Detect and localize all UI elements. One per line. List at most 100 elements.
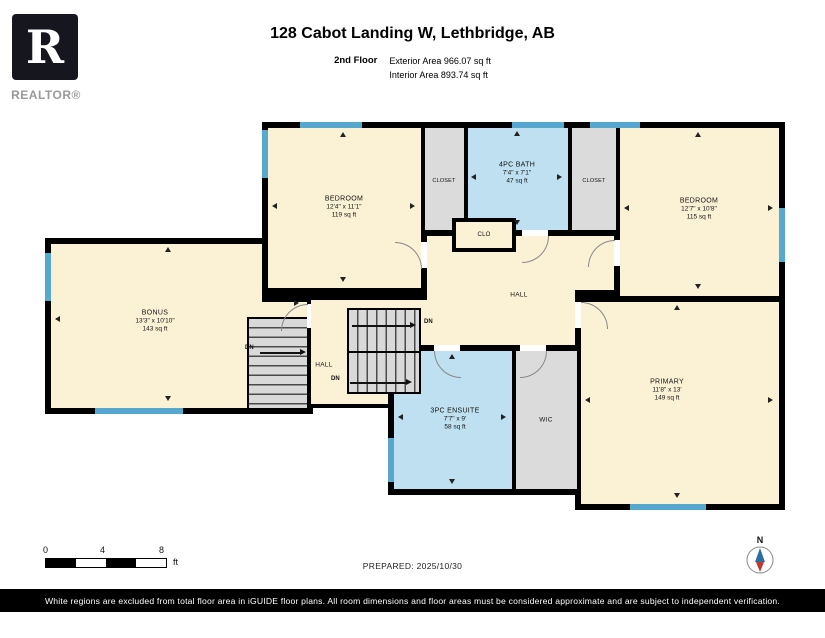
window bbox=[590, 122, 640, 128]
dimension-arrow bbox=[449, 479, 455, 484]
door-gap bbox=[520, 345, 546, 351]
window bbox=[630, 504, 706, 510]
window bbox=[779, 208, 785, 262]
compass-icon bbox=[746, 546, 774, 574]
room-label-hall-upper: HALL bbox=[510, 291, 528, 299]
dimension-arrow bbox=[768, 205, 773, 211]
dimension-arrow bbox=[55, 316, 60, 322]
stairs-arrowhead bbox=[300, 349, 306, 355]
room-dims: 7'7" x 9' bbox=[443, 415, 467, 423]
room-name: 4PC BATH bbox=[498, 161, 536, 169]
area-info: Exterior Area 966.07 sq ft Interior Area… bbox=[389, 54, 491, 82]
room-closet-right bbox=[572, 128, 616, 230]
dimension-arrow bbox=[410, 203, 415, 209]
room-label-bath: 4PC BATH 7'4" x 7'1" 47 sq ft bbox=[499, 162, 535, 185]
door-gap bbox=[307, 304, 311, 328]
dimension-arrow bbox=[294, 300, 299, 306]
scale-segment bbox=[76, 559, 106, 567]
stairs-dn-label: DN bbox=[424, 319, 433, 325]
dimension-arrow bbox=[674, 493, 680, 498]
scale-segment bbox=[46, 559, 76, 567]
page-title: 128 Cabot Landing W, Lethbridge, AB bbox=[270, 25, 555, 42]
scale-tick-8: 8 bbox=[159, 545, 165, 555]
stairs-arrow bbox=[352, 325, 410, 327]
room-label-ensuite: 3PC ENSUITE 7'7" x 9' 58 sq ft bbox=[430, 408, 479, 431]
realtor-logo-caption: REALTOR® bbox=[11, 88, 81, 102]
dimension-arrow bbox=[695, 284, 701, 289]
room-label-closet-right: CLOSET bbox=[582, 178, 606, 184]
scale-tick-4: 4 bbox=[100, 545, 106, 555]
scale-bar-segments bbox=[45, 558, 167, 568]
room-bath bbox=[468, 128, 568, 230]
disclaimer-bar: White regions are excluded from total fl… bbox=[0, 589, 825, 612]
room-bedroom-right bbox=[620, 128, 779, 296]
room-dims: 11'8" x 13' bbox=[652, 386, 682, 394]
room-dims: 7'4" x 7'1" bbox=[502, 169, 532, 177]
disclaimer-text: White regions are excluded from total fl… bbox=[45, 595, 780, 606]
room-dims: 12'4" x 11'1" bbox=[326, 203, 362, 211]
dimension-arrow bbox=[768, 397, 773, 403]
stairs-arrow bbox=[350, 382, 406, 384]
door-gap bbox=[522, 230, 548, 236]
room-area: 115 sq ft bbox=[686, 213, 712, 221]
scale-segment bbox=[136, 559, 166, 567]
room-label-bedroom-right: BEDROOM 12'7" x 10'8" 115 sq ft bbox=[680, 198, 718, 221]
room-area: 143 sq ft bbox=[142, 325, 168, 333]
door-gap bbox=[575, 302, 581, 328]
room-clo bbox=[452, 218, 516, 252]
room-primary bbox=[581, 302, 779, 504]
room-name: BEDROOM bbox=[679, 197, 719, 205]
dimension-arrow bbox=[674, 305, 680, 310]
dimension-arrow bbox=[165, 247, 171, 252]
window bbox=[95, 408, 183, 414]
stairs-dn-label: DN bbox=[245, 345, 254, 351]
door-gap bbox=[614, 240, 620, 266]
interior-area: Interior Area 893.74 sq ft bbox=[389, 70, 488, 80]
stairs-dn-label: DN bbox=[331, 376, 340, 382]
floor-label: 2nd Floor bbox=[334, 55, 378, 66]
room-name: BONUS bbox=[141, 309, 169, 317]
prepared-date: PREPARED: 2025/10/30 bbox=[362, 561, 463, 571]
window bbox=[388, 438, 394, 482]
stair-landing-divider bbox=[349, 351, 419, 353]
compass: N bbox=[742, 535, 778, 580]
dimension-arrow bbox=[340, 132, 346, 137]
realtor-logo-letter: R bbox=[25, 20, 65, 74]
door-gap bbox=[421, 242, 427, 268]
dimension-arrow bbox=[471, 174, 476, 180]
realtor-logo: R bbox=[12, 14, 78, 80]
door-gap bbox=[434, 345, 460, 351]
room-area: 47 sq ft bbox=[506, 177, 528, 185]
exterior-area: Exterior Area 966.07 sq ft bbox=[389, 56, 491, 66]
dimension-arrow bbox=[514, 131, 520, 136]
floor-info: 2nd Floor Exterior Area 966.07 sq ft Int… bbox=[0, 54, 825, 82]
scale-segment bbox=[106, 559, 136, 567]
room-name: 3PC ENSUITE bbox=[430, 407, 480, 415]
dimension-arrow bbox=[340, 277, 346, 282]
dimension-arrow bbox=[514, 220, 520, 225]
stairs-arrowhead bbox=[406, 379, 412, 385]
scale-tick-0: 0 bbox=[43, 545, 49, 555]
room-area: 58 sq ft bbox=[444, 423, 466, 431]
room-closet-left bbox=[425, 128, 464, 230]
room-name: BEDROOM bbox=[324, 195, 364, 203]
room-name: PRIMARY bbox=[650, 378, 684, 386]
room-dims: 13'3" x 10'10" bbox=[135, 317, 175, 325]
compass-n-label: N bbox=[756, 535, 764, 545]
room-label-bonus: BONUS 13'3" x 10'10" 143 sq ft bbox=[135, 310, 174, 333]
room-area: 149 sq ft bbox=[654, 394, 680, 402]
room-area: 119 sq ft bbox=[331, 211, 357, 219]
dimension-arrow bbox=[585, 397, 590, 403]
room-label-primary: PRIMARY 11'8" x 13' 149 sq ft bbox=[650, 379, 684, 402]
dimension-arrow bbox=[557, 174, 562, 180]
dimension-arrow bbox=[624, 205, 629, 211]
dimension-arrow bbox=[272, 203, 277, 209]
window bbox=[512, 122, 564, 128]
window bbox=[262, 130, 268, 178]
dimension-arrow bbox=[695, 132, 701, 137]
stairs-arrow bbox=[260, 352, 300, 354]
room-label-wic: WIC bbox=[539, 416, 553, 424]
room-label-closet-left: CLOSET bbox=[432, 178, 456, 184]
dimension-arrow bbox=[449, 354, 455, 359]
stairs-arrowhead bbox=[410, 322, 416, 328]
